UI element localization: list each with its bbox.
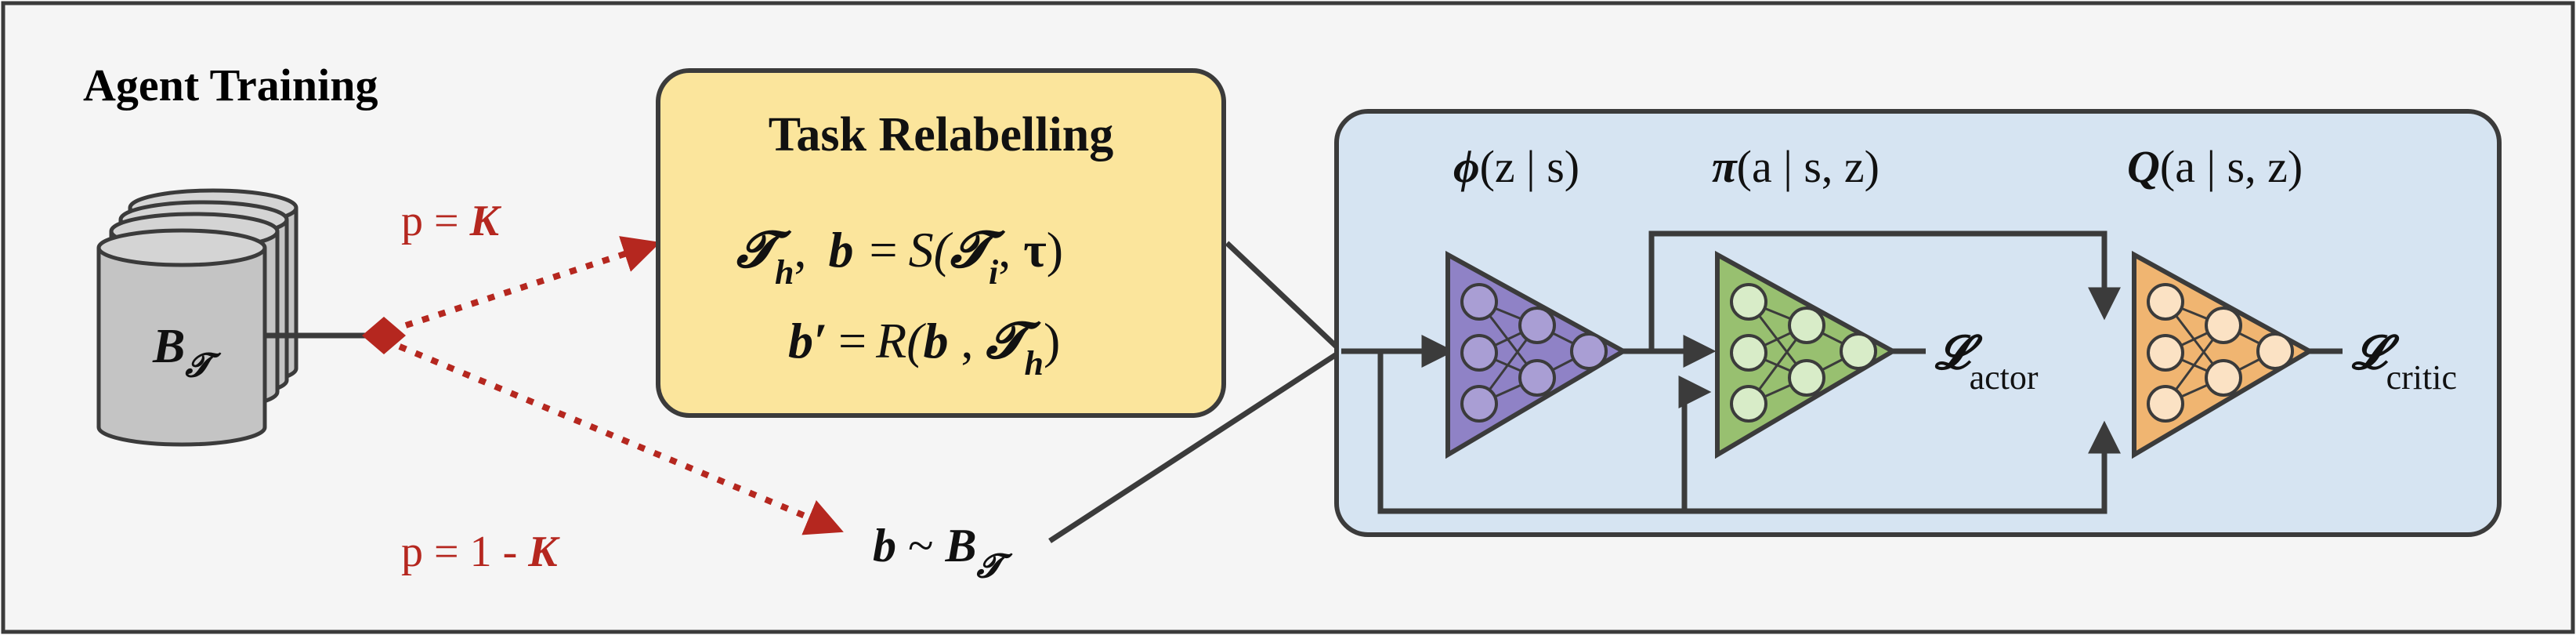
phi-network — [1445, 250, 1629, 459]
relabel-equation-2: b′=R(b , 𝓣h) — [788, 313, 1060, 383]
sample-to-panel-line — [1048, 349, 1343, 543]
branch-prob-bottom: p = 1 - K — [401, 528, 560, 576]
task-relabelling-box — [656, 68, 1226, 418]
frame-title: Agent Training — [83, 60, 378, 111]
phi-network-label: ϕ(z | s) — [1453, 141, 1579, 192]
relabel-title: Task Relabelling — [769, 108, 1113, 161]
actor-loss-label: 𝓛actor — [1934, 327, 2039, 397]
network-panel — [1334, 109, 2502, 537]
replay-buffer: B𝓣 — [96, 188, 298, 447]
branch-diamond — [362, 317, 406, 354]
branch-prob-top: p = K — [401, 197, 502, 245]
q-network — [2132, 250, 2315, 459]
pi-network-label: π(a | s, z) — [1712, 141, 1880, 192]
panel-wiring — [1341, 230, 2343, 514]
pi-network — [1715, 250, 1898, 459]
sample-label: b ~ B𝓣 — [873, 520, 1014, 585]
buffer-disk-front — [96, 228, 267, 447]
q-network-label: Q(a | s, z) — [2127, 141, 2303, 192]
relabel-to-panel-line — [1225, 241, 1344, 354]
